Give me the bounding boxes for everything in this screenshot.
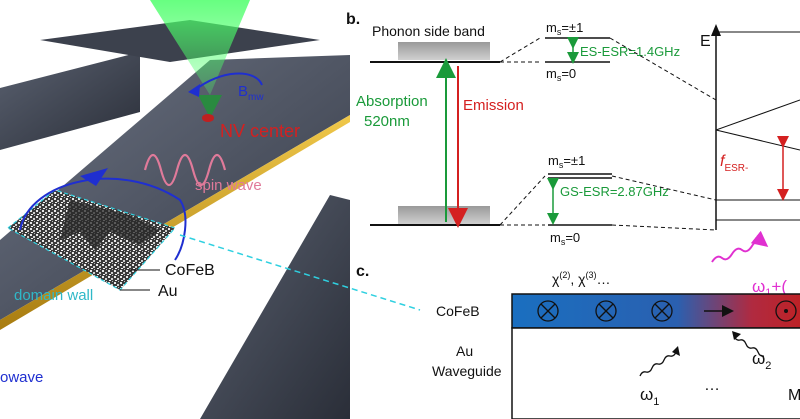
- nv-center-label: NV center: [220, 121, 300, 141]
- into-page-icon: [537, 300, 559, 322]
- b-mw-label: Bmw: [238, 83, 264, 103]
- omega-ellipsis: …: [704, 377, 720, 394]
- panel-b: b. Phonon side band Absorption 520nm Emi…: [346, 11, 800, 299]
- gs-esr-label: GS-ESR=2.87GHz: [560, 184, 669, 199]
- panel-a: Bmw NV center spin wave CoFeB Au domain …: [0, 0, 421, 419]
- waveguide-label-c: Waveguide: [432, 363, 502, 379]
- panel-c-label: c.: [356, 263, 369, 280]
- f-esr-label: fESR-: [720, 153, 748, 174]
- omega2-label: ω2: [752, 349, 771, 372]
- omega1-label: ω1: [640, 385, 659, 408]
- excited-phonon-band: [398, 42, 490, 60]
- absorption-wavelength: 520nm: [364, 113, 410, 130]
- gs-ms1-label: ms=±1: [548, 153, 585, 170]
- spin-wave: [143, 153, 227, 187]
- omega2-wave: [733, 335, 765, 357]
- omega1-wave: [639, 351, 677, 377]
- laser-beam: [150, 0, 250, 95]
- energy-axis-label: E: [700, 33, 711, 50]
- microwave-label: owave: [0, 369, 43, 386]
- waveguide-strip-right: [200, 195, 350, 419]
- cofeb-label-a: CoFeB: [165, 262, 215, 279]
- es-ms1-label: ms=±1: [546, 20, 583, 37]
- panel-b-label: b.: [346, 11, 360, 28]
- m-label-fragment: M: [788, 387, 800, 404]
- nv-center-icon: [202, 114, 214, 122]
- spin-wave-label: spin wave: [195, 177, 262, 194]
- leader-line: [179, 234, 421, 311]
- es-esr-label: ES-ESR=1.4GHz: [580, 44, 680, 59]
- photon-wave: [711, 230, 769, 263]
- emission-label: Emission: [463, 97, 524, 114]
- waveguide-strip-left: [0, 52, 140, 150]
- into-page-icon: [651, 300, 673, 322]
- cofeb-label-c: CoFeB: [436, 303, 480, 319]
- panel-c: c. χ(2), χ(3)… CoFeB Au Waveguide: [356, 263, 800, 419]
- out-of-page-icon: [775, 300, 797, 322]
- omega-sum-label: ω1+(: [752, 277, 787, 299]
- nv-tip-icon: [198, 95, 222, 118]
- phonon-label: Phonon side band: [372, 23, 485, 39]
- au-label-c: Au: [456, 343, 473, 359]
- gs-ms0-label: ms=0: [550, 230, 580, 247]
- au-label-a: Au: [158, 283, 178, 300]
- domain-wall-label: domain wall: [14, 287, 93, 304]
- cofeb-layer: [511, 293, 800, 329]
- b-mw-arc: [194, 72, 263, 91]
- waveguide-strip-main-edge: [0, 115, 350, 330]
- au-waveguide-layer: [511, 327, 800, 419]
- ground-phonon-band: [398, 206, 490, 224]
- es-ms0-label: ms=0: [546, 66, 576, 83]
- domain-wall-dark-region: [60, 200, 160, 250]
- absorption-label: Absorption: [356, 93, 428, 110]
- into-page-icon: [595, 300, 617, 322]
- chi-label: χ(2), χ(3)…: [552, 270, 611, 287]
